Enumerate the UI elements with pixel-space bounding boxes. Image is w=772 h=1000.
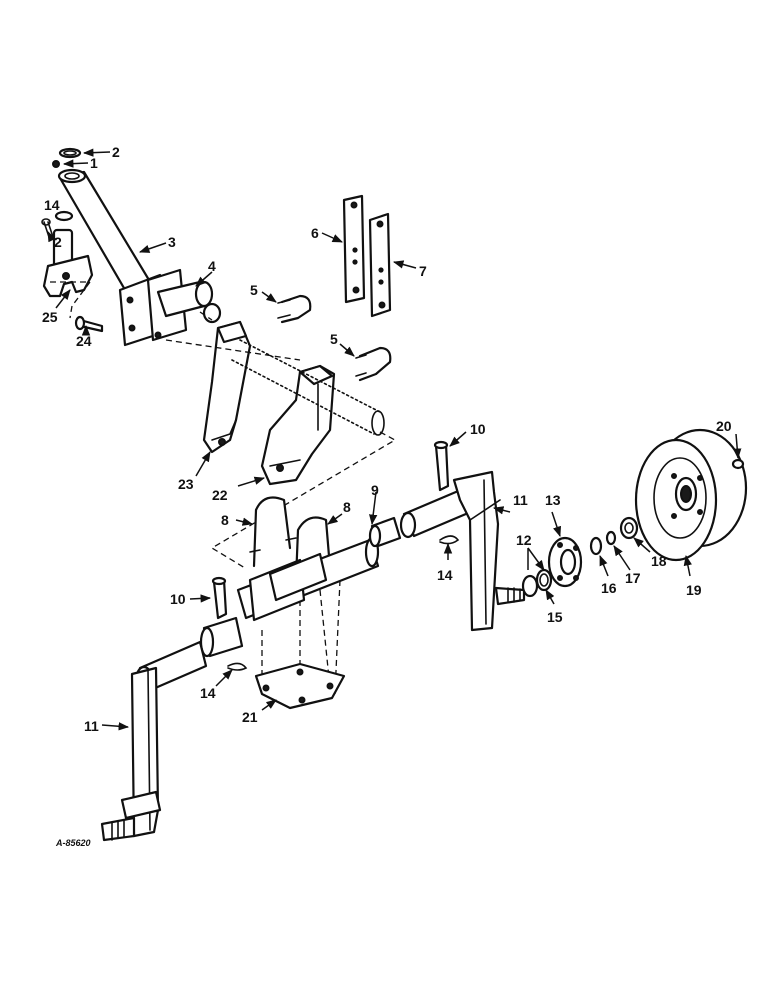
callout-23: 23 — [178, 476, 194, 492]
callout-14-left: 14 — [44, 197, 60, 213]
part-grease-fitting-1 — [52, 160, 60, 168]
callout-11-right: 11 — [513, 492, 528, 508]
callout-5-upper: 5 — [250, 282, 258, 298]
callout-16: 16 — [601, 580, 617, 596]
callout-22: 22 — [212, 487, 228, 503]
callout-6: 6 — [311, 225, 319, 241]
callout-10-lower: 10 — [170, 591, 186, 607]
callout-15: 15 — [547, 609, 563, 625]
part-washer-2-top — [58, 147, 82, 159]
part-pin-10-upper — [433, 440, 450, 492]
part-cotter-pin-14-left — [41, 218, 55, 241]
part-pin-10-lower — [211, 576, 228, 620]
callout-1: 1 — [90, 155, 98, 171]
callout-13: 13 — [545, 492, 561, 508]
callout-12: 12 — [516, 532, 532, 548]
callout-14-mid: 14 — [437, 567, 453, 583]
callout-5-lower: 5 — [330, 331, 338, 347]
part-u-bolt-8-left — [249, 496, 297, 568]
callout-21: 21 — [242, 709, 258, 725]
callout-2-top: 2 — [112, 144, 120, 160]
part-wheel-19 — [634, 428, 748, 562]
part-washer-17 — [605, 530, 617, 546]
part-base-plate-21 — [254, 662, 346, 710]
part-hub-13 — [547, 536, 583, 588]
callout-20: 20 — [716, 418, 732, 434]
part-bearing-16 — [589, 536, 603, 556]
part-frame-arm-23 — [202, 320, 252, 454]
callout-4: 4 — [208, 258, 216, 274]
callout-11-left: 11 — [84, 718, 99, 734]
part-frame-arm-22 — [260, 364, 336, 486]
part-plate-6 — [342, 194, 366, 304]
part-plate-7 — [368, 212, 392, 318]
leader-lines — [47, 148, 742, 731]
plate-id: A-85620 — [55, 838, 91, 848]
callout-18: 18 — [651, 553, 667, 569]
callout-24: 24 — [76, 333, 92, 349]
callout-7: 7 — [419, 263, 427, 279]
part-washer-2-left — [54, 210, 74, 222]
callout-14-low: 14 — [200, 685, 216, 701]
part-spindle-arm-11-left — [100, 640, 208, 842]
callout-labels: 2 1 14 2 3 4 25 24 5 5 6 7 23 22 10 9 11… — [42, 144, 732, 848]
callout-9: 9 — [371, 482, 379, 498]
callout-25: 25 — [42, 309, 58, 325]
callout-10-upper: 10 — [470, 421, 486, 437]
part-clevis-pin-24 — [74, 315, 104, 333]
callout-8-right: 8 — [343, 499, 351, 515]
part-axle-tube — [236, 536, 380, 622]
part-collar-lower — [199, 616, 244, 658]
callout-17: 17 — [625, 570, 641, 586]
part-cotter-pin-14-mid — [439, 535, 460, 545]
part-nut-18 — [619, 516, 639, 540]
callout-3: 3 — [168, 234, 176, 250]
part-collar-9 — [368, 516, 402, 548]
callout-19: 19 — [686, 582, 702, 598]
callout-2-left: 2 — [54, 234, 62, 250]
part-u-bolt-5-upper — [277, 294, 312, 324]
part-cotter-pin-14-low — [227, 662, 248, 671]
part-valve-20 — [731, 458, 745, 470]
part-u-bolt-5-lower — [355, 346, 392, 382]
callout-8-left: 8 — [221, 512, 229, 528]
part-spindle-arm-11-right — [399, 470, 526, 632]
